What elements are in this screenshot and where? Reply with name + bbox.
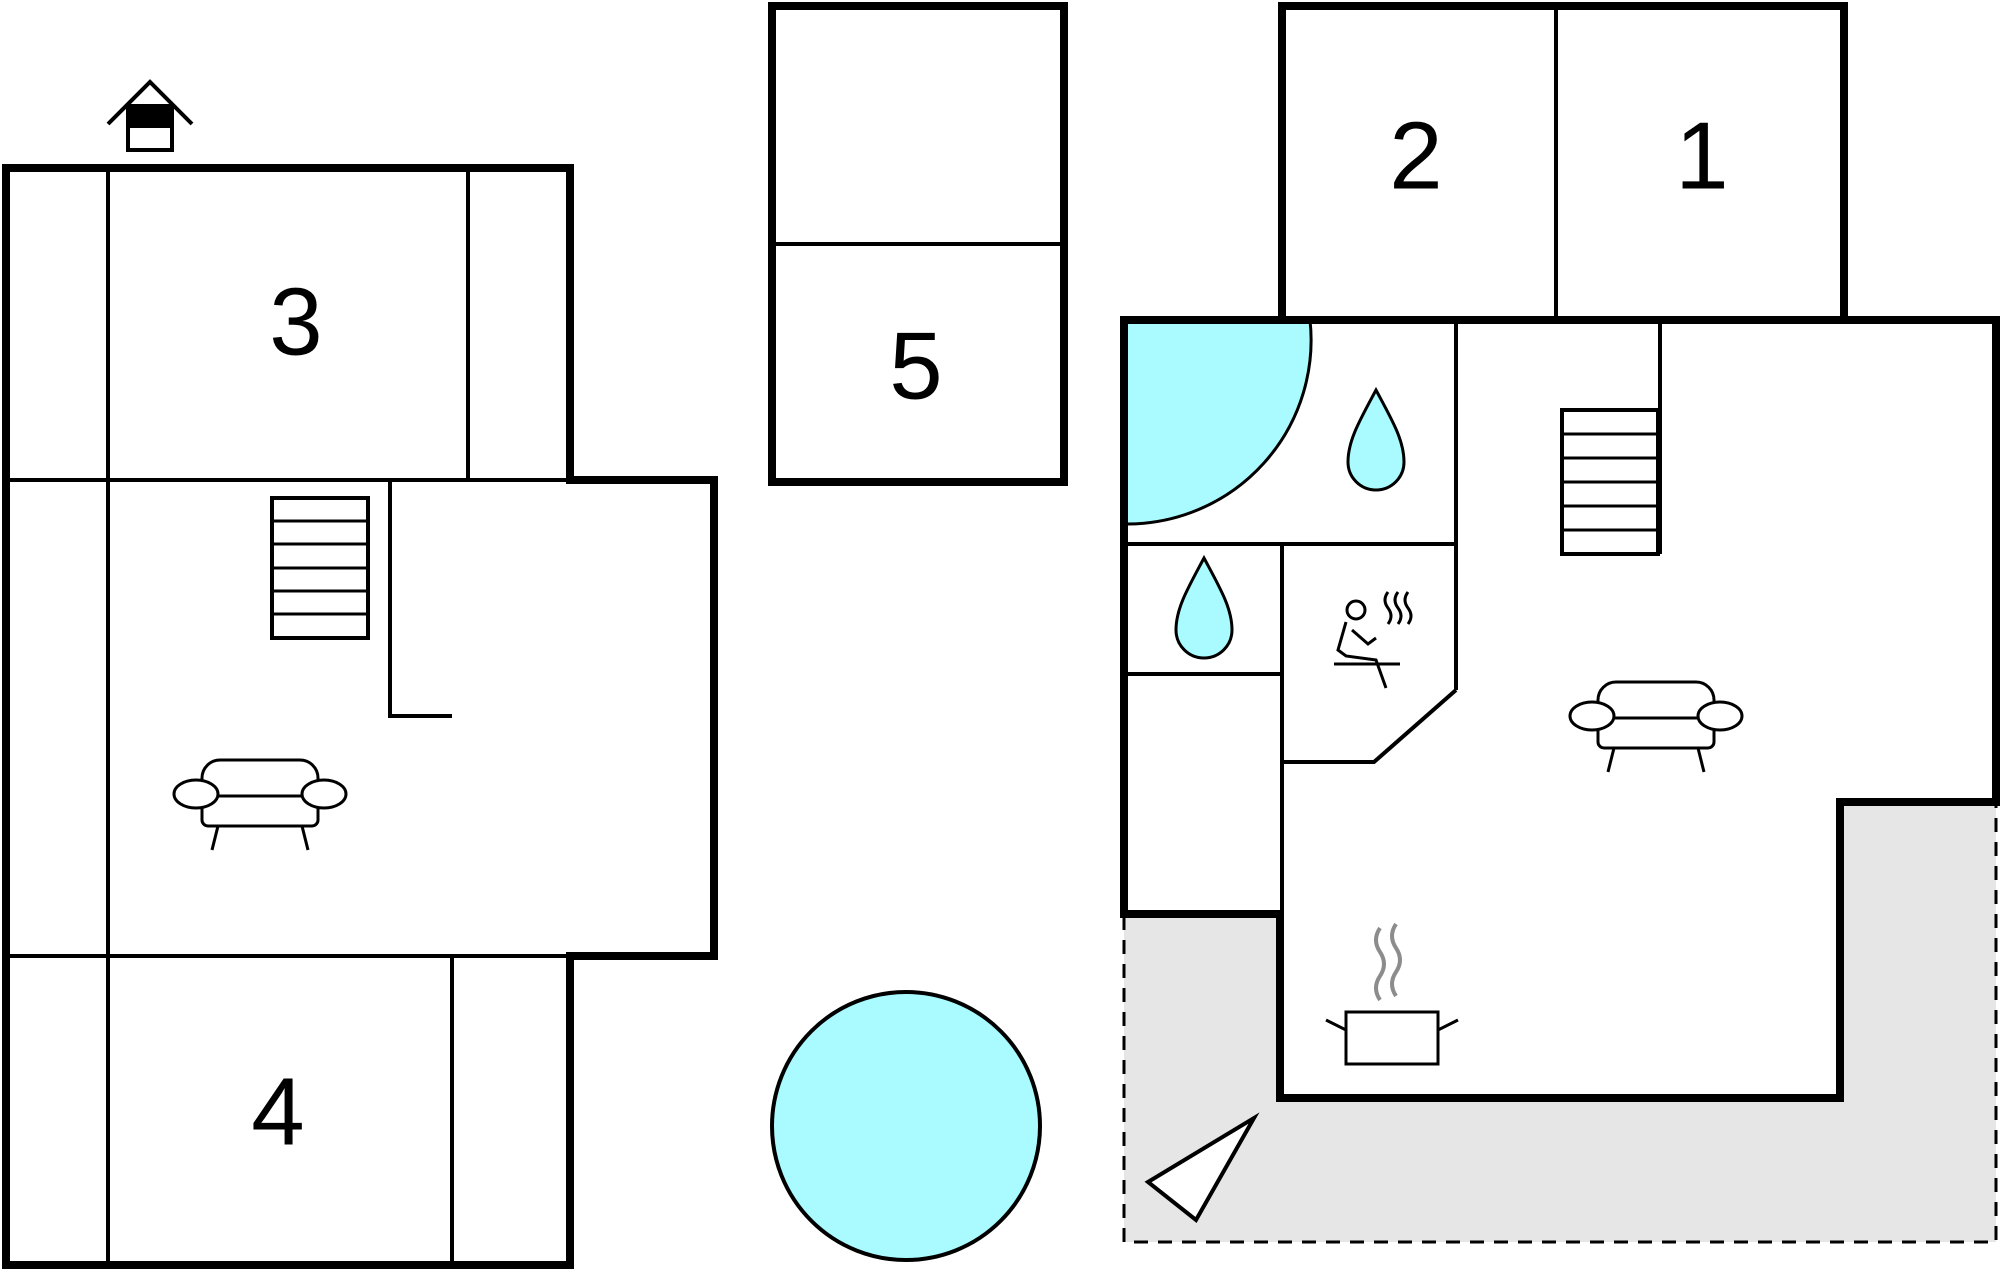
entrance-icon: [106, 79, 194, 152]
stairs-icon: [270, 496, 370, 640]
right-building: [1120, 2, 2000, 1102]
terrace-area: [1122, 800, 1998, 1244]
room-2-label: 2: [1389, 103, 1442, 210]
water-drop-icon: [1174, 554, 1234, 660]
room-5-label: 5: [889, 313, 942, 420]
cooking-pot-icon: [1325, 922, 1459, 1066]
sofa-icon: [172, 758, 348, 851]
water-drop-icon: [1346, 386, 1406, 492]
sofa-icon: [1568, 680, 1744, 773]
left-building: [2, 164, 718, 1269]
whirlpool-icon: [1124, 318, 1313, 526]
viewpoint-icon: [1144, 1112, 1260, 1224]
sauna-icon: [1334, 591, 1413, 689]
pool-icon: [770, 990, 1042, 1262]
room-1-label: 1: [1675, 103, 1728, 210]
room-3-label: 3: [269, 269, 322, 376]
middle-building: [768, 2, 1068, 486]
stairs-icon: [1560, 408, 1660, 556]
room-4-label: 4: [251, 1059, 304, 1166]
